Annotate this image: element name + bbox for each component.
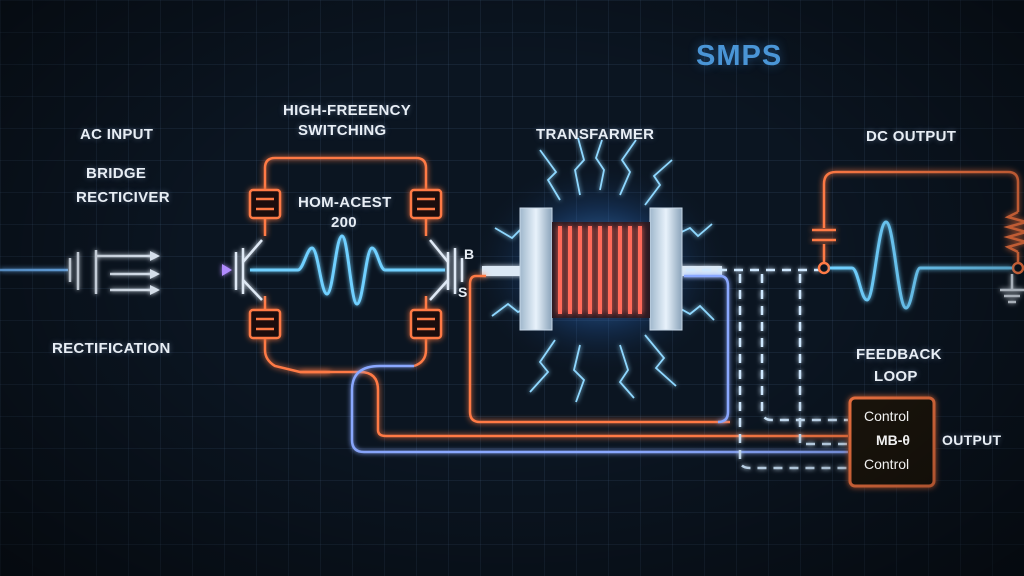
label-hom-acest: HOM-ACEST [298,194,392,211]
control-label-top: Control [864,408,910,424]
pin-s-label: S [458,284,468,300]
label-high-freq: HIGH-FREEENCY [283,102,412,119]
label-rectification: RECTIFICATION [52,340,171,357]
label-bridge: BRIDGE [86,165,147,182]
label-200: 200 [331,214,357,231]
label-recticiver: RECTICIVER [76,189,170,206]
label-feedback: FEEDBACK [856,346,942,363]
pin-b-label: B [464,246,475,262]
label-loop: LOOP [874,368,918,385]
label-output: OUTPUT [942,432,1002,448]
control-label-bottom: Control [864,456,910,472]
label-transformer: TRANSFARMER [536,126,655,143]
control-label-mid: MB-θ [876,432,911,448]
label-ac-input: AC INPUT [80,126,154,143]
label-dc-output: DC OUTPUT [866,128,957,145]
label-switching: SWITCHING [298,122,387,139]
diagram-title: SMPS [696,40,783,72]
